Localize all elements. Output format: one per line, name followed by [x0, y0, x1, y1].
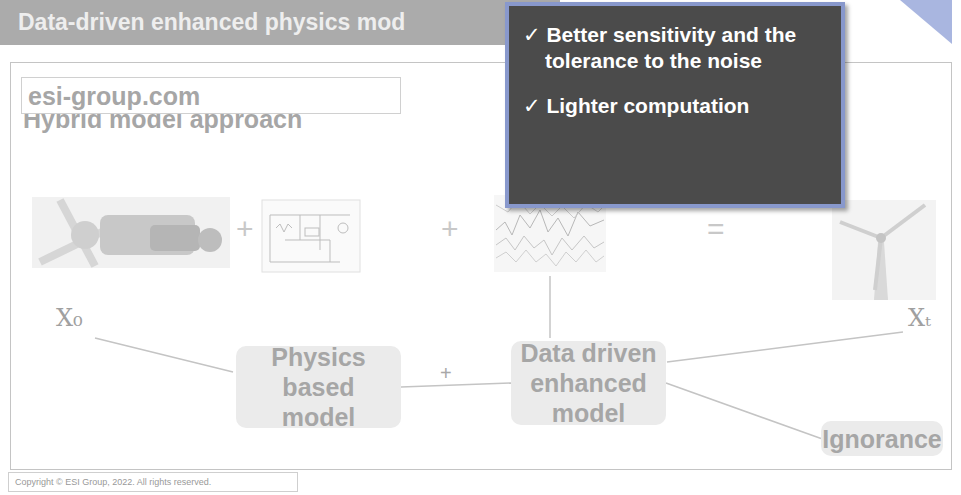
input-line: [95, 338, 233, 372]
wind-turbine-picture: [832, 200, 936, 300]
equals-sign: =: [707, 212, 725, 246]
source-symbol: [338, 223, 348, 233]
process-box: Ignorance: [821, 421, 943, 456]
connector-line: [401, 383, 511, 387]
flow-lines: [95, 276, 903, 372]
node-text: ✓ Lighter computation: [545, 93, 827, 119]
site-tab: esi-group.com: [21, 77, 401, 114]
data-curve: [496, 250, 604, 266]
blade: [875, 238, 881, 290]
blade: [840, 222, 881, 238]
plus-sign: +: [441, 212, 459, 246]
copyright-box: Copyright © ESI Group, 2022. All rights …: [8, 472, 298, 492]
picture-ground: [32, 197, 230, 268]
resistor-symbol: [276, 224, 292, 232]
blade: [881, 205, 925, 238]
generator: [198, 228, 222, 252]
node-text: esi-group.com: [28, 82, 394, 111]
corner-decoration: [900, 0, 952, 44]
state-symbol: X₀: [56, 304, 83, 332]
output-line: [667, 332, 903, 362]
component-symbol: [305, 228, 319, 236]
nacelle-picture: [32, 197, 230, 268]
process-box: Data driven enhanced model: [511, 341, 666, 425]
node-text: Copyright © ESI Group, 2022. All rights …: [15, 477, 291, 487]
gearbox: [150, 225, 200, 251]
node-text: Ignorance: [822, 424, 941, 454]
plus-sign: +: [236, 212, 254, 246]
node-text: ✓ Better sensitivity and the tolerance t…: [545, 22, 827, 73]
picture-ground: [262, 200, 360, 272]
slide-title: Data-driven enhanced physics mod: [18, 9, 405, 36]
state-symbol: Xₜ: [908, 304, 931, 332]
callout-box: ✓ Better sensitivity and the tolerance t…: [505, 2, 845, 208]
process-box: Physics based model: [236, 346, 401, 428]
hub: [71, 221, 99, 249]
circuit-picture: [262, 200, 360, 272]
wire: [270, 215, 350, 262]
hub: [876, 233, 886, 243]
data-line: [549, 276, 551, 338]
picture-ground: [832, 200, 936, 300]
node-text: Data driven enhanced model: [519, 338, 658, 428]
node-text: Physics based model: [244, 342, 393, 432]
connector-line: [666, 383, 821, 439]
plus-sign: +: [440, 362, 452, 385]
